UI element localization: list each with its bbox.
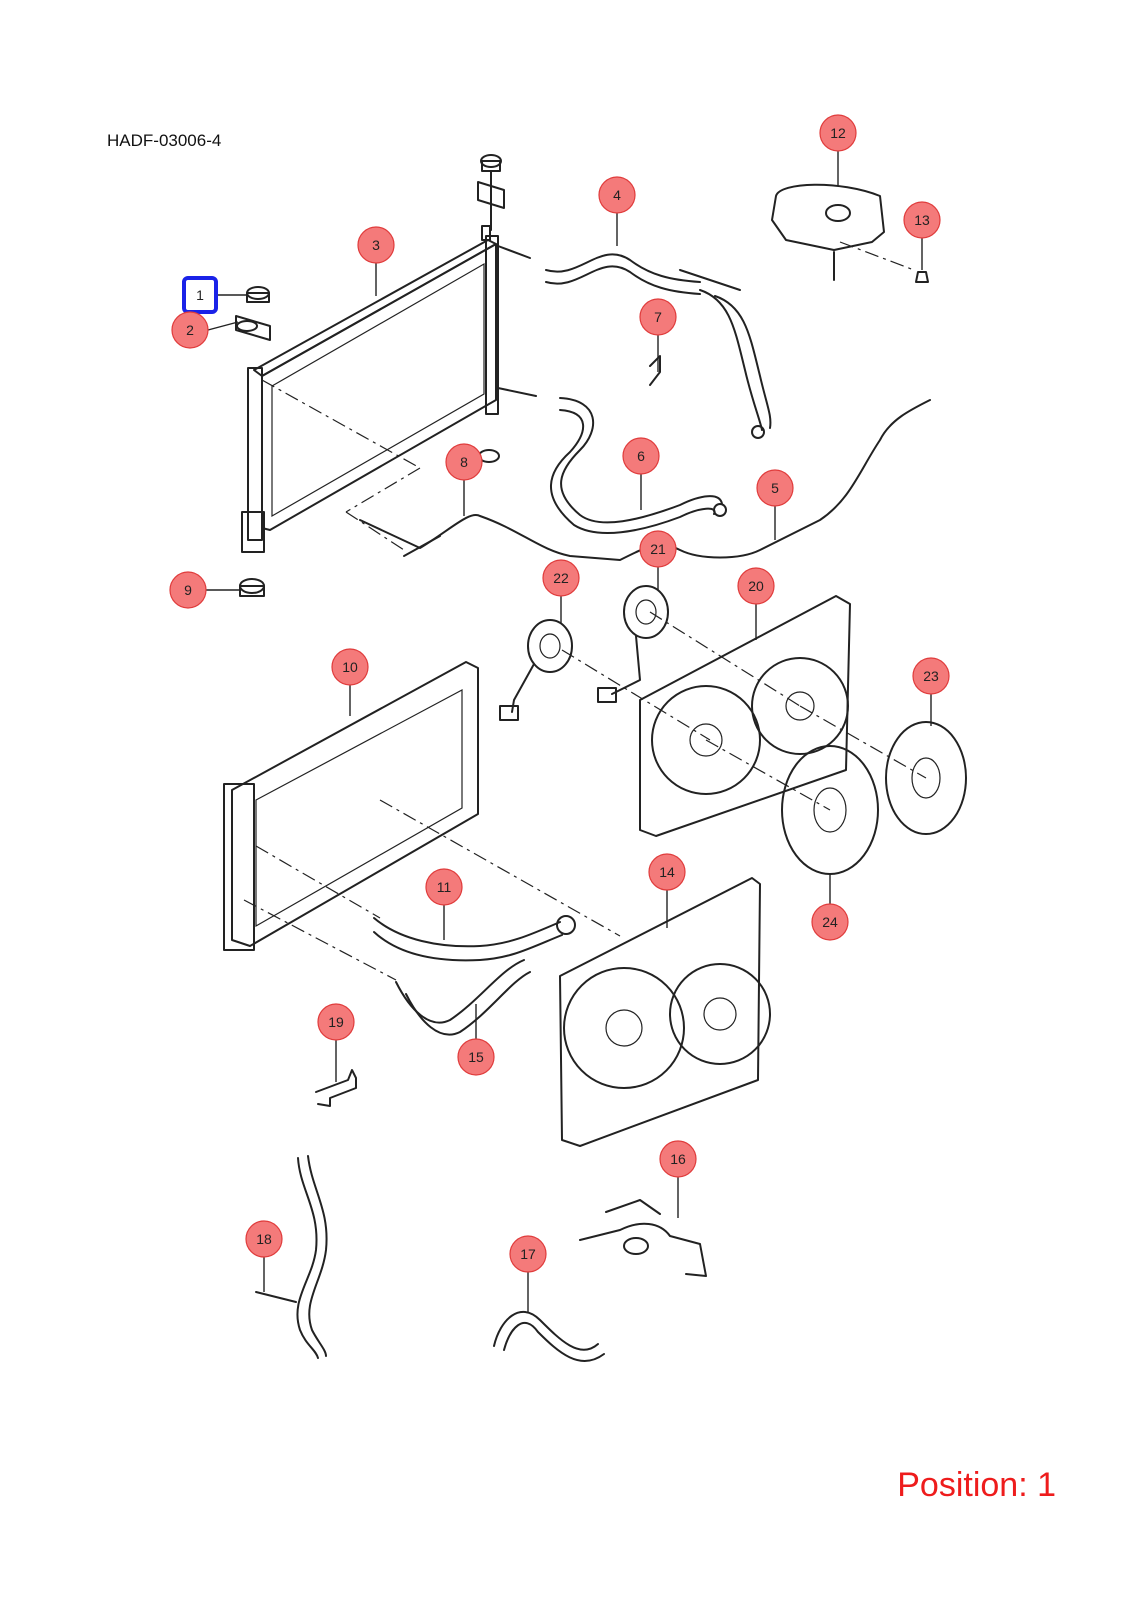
thermostat-housing-drawing	[579, 1199, 707, 1277]
callout-7-circle[interactable]	[639, 298, 677, 336]
callout-10-circle[interactable]	[331, 648, 369, 686]
center-lines	[243, 241, 927, 981]
callout-11[interactable]: 11	[425, 868, 463, 940]
callout-1[interactable]: 1	[182, 276, 246, 314]
callouts: 1 2 3 4 5 6	[169, 114, 950, 1312]
callout-10[interactable]: 10	[331, 648, 369, 716]
callout-23[interactable]: 23	[912, 657, 950, 726]
callout-2[interactable]: 2	[171, 311, 239, 349]
callout-11-circle[interactable]	[425, 868, 463, 906]
callout-16[interactable]: 16	[659, 1140, 697, 1218]
callout-13[interactable]: 13	[903, 201, 941, 270]
callout-19-circle[interactable]	[317, 1003, 355, 1041]
position-label: Position: 1	[897, 1466, 1056, 1504]
callout-1-selection-box[interactable]	[182, 276, 218, 314]
bracket-19-drawing	[315, 1069, 357, 1107]
callout-21-circle[interactable]	[639, 530, 677, 568]
callout-24-circle[interactable]	[811, 903, 849, 941]
callout-23-circle[interactable]	[912, 657, 950, 695]
callout-12-circle[interactable]	[819, 114, 857, 152]
callout-5[interactable]: 5	[756, 469, 794, 540]
callout-4[interactable]: 4	[598, 176, 636, 246]
upper-hoses-drawing	[359, 253, 931, 561]
callout-22[interactable]: 22	[542, 559, 580, 624]
callout-15[interactable]: 15	[457, 1004, 495, 1076]
callout-3-circle[interactable]	[357, 226, 395, 264]
hose-17-drawing	[493, 1310, 605, 1362]
fan-motors-drawing	[499, 585, 669, 721]
condenser-drawing	[223, 661, 479, 951]
callout-4-circle[interactable]	[598, 176, 636, 214]
callout-22-circle[interactable]	[542, 559, 580, 597]
callout-12[interactable]: 12	[819, 114, 857, 186]
callout-17[interactable]: 17	[509, 1235, 547, 1312]
callout-13-circle[interactable]	[903, 201, 941, 239]
upper-bracket-drawing	[477, 154, 505, 463]
callout-2-circle[interactable]	[171, 311, 209, 349]
callout-15-circle[interactable]	[457, 1038, 495, 1076]
callout-6[interactable]: 6	[622, 437, 660, 510]
callout-24[interactable]: 24	[811, 874, 849, 941]
fan-shroud-upper-drawing	[639, 595, 851, 837]
callout-8[interactable]: 8	[445, 443, 483, 516]
callout-18-circle[interactable]	[245, 1220, 283, 1258]
callout-18[interactable]: 18	[245, 1220, 283, 1292]
fan-shroud-lower-drawing	[559, 877, 771, 1147]
callout-14[interactable]: 14	[648, 853, 686, 928]
callout-9-circle[interactable]	[169, 571, 207, 609]
expansion-tank-drawing	[771, 183, 929, 283]
radiator-drawing	[241, 225, 537, 553]
lower-hoses-drawing	[373, 915, 576, 1036]
callout-20[interactable]: 20	[737, 567, 775, 640]
drawing-code: HADF-03006-4	[107, 131, 222, 150]
callout-3[interactable]: 3	[357, 226, 395, 296]
bushing-and-bracket-drawing	[235, 286, 271, 597]
callout-17-circle[interactable]	[509, 1235, 547, 1273]
callout-9[interactable]: 9	[169, 571, 240, 609]
callout-20-circle[interactable]	[737, 567, 775, 605]
callout-14-circle[interactable]	[648, 853, 686, 891]
callout-8-circle[interactable]	[445, 443, 483, 481]
callout-19[interactable]: 19	[317, 1003, 355, 1082]
callout-16-circle[interactable]	[659, 1140, 697, 1178]
callout-5-circle[interactable]	[756, 469, 794, 507]
callout-7[interactable]: 7	[639, 298, 677, 372]
hose-18-drawing	[255, 1155, 328, 1359]
callout-21[interactable]: 21	[639, 530, 677, 590]
callout-6-circle[interactable]	[622, 437, 660, 475]
